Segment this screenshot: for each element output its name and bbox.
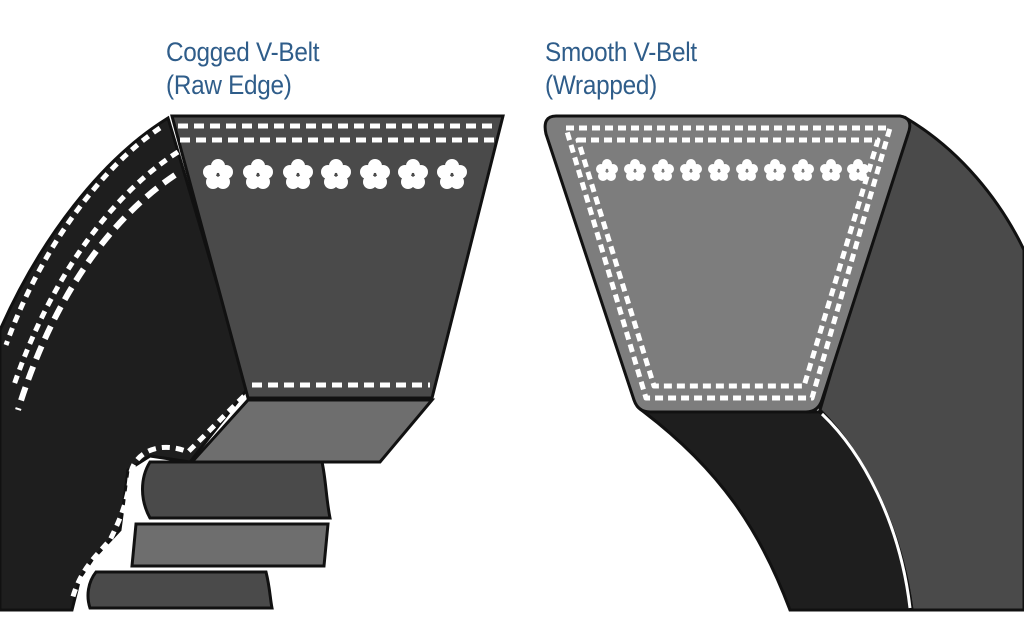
cogged-v-belt-title: Cogged V-Belt <box>166 37 320 67</box>
tension-cord <box>596 159 618 181</box>
cogged-v-belt-label: Cogged V-Belt (Raw Edge) <box>166 36 319 102</box>
tension-cord <box>360 159 390 189</box>
tension-cord <box>203 159 233 189</box>
cogged-belt-inner-cord-band <box>11 149 180 386</box>
tension-cord <box>243 159 273 189</box>
smooth-belt-tension-cords <box>596 159 869 181</box>
cogged-belt-diagonal-cord-pattern <box>15 172 177 411</box>
cogged-belt-outer-cord-band <box>3 125 162 346</box>
cogged-belt-cog-tooth-2 <box>130 522 330 568</box>
smooth-belt-wrap-cord-inner <box>575 137 881 389</box>
smooth-belt-wrap-cord-outer <box>563 125 893 401</box>
tension-cord <box>398 159 428 189</box>
smooth-v-belt-title: Smooth V-Belt <box>545 37 697 67</box>
tension-cord <box>820 159 842 181</box>
cogged-belt-underside <box>188 398 436 464</box>
tension-cord <box>652 159 674 181</box>
tension-cord <box>708 159 730 181</box>
tension-cord <box>764 159 786 181</box>
tension-cord <box>283 159 313 189</box>
tension-cord <box>792 159 814 181</box>
cogged-belt-cog-tooth-3 <box>86 570 274 610</box>
tension-cord <box>847 159 869 181</box>
tension-cord <box>437 159 467 189</box>
smooth-belt-cross-section <box>543 114 912 414</box>
smooth-belt-edge-highlight <box>820 412 912 609</box>
tension-cord <box>321 159 351 189</box>
smooth-v-belt-label: Smooth V-Belt (Wrapped) <box>545 36 697 102</box>
cogged-v-belt-illustration <box>0 114 505 612</box>
cogged-v-belt-subtitle: (Raw Edge) <box>166 70 292 100</box>
cogged-belt-tension-cords <box>203 159 467 189</box>
cogged-belt-cog-tooth-1 <box>141 460 332 520</box>
tension-cord <box>624 159 646 181</box>
tension-cord <box>736 159 758 181</box>
tension-cord <box>680 159 702 181</box>
smooth-v-belt-subtitle: (Wrapped) <box>545 70 657 100</box>
smooth-v-belt-illustration <box>543 114 1024 612</box>
